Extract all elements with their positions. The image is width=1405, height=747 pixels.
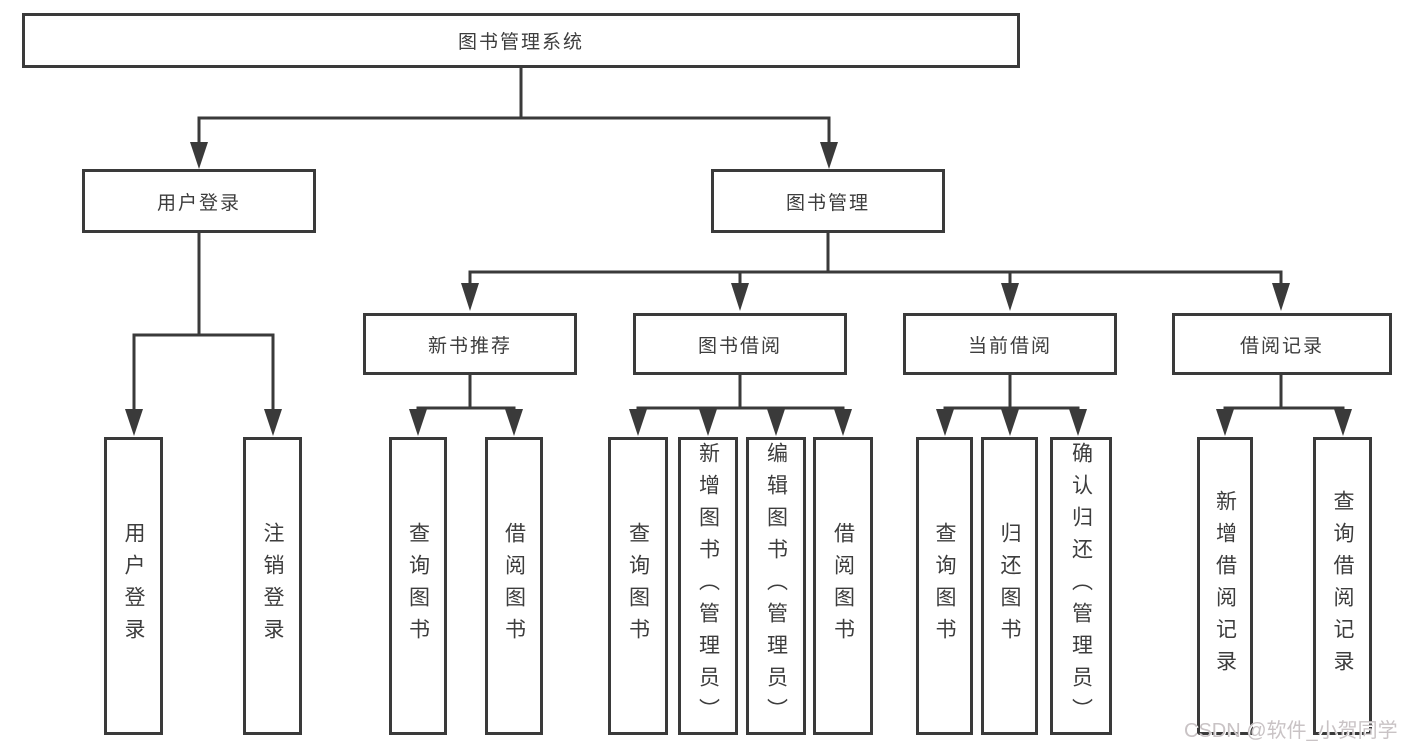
node-leaf-return-books: 归还图书 bbox=[981, 437, 1038, 735]
leaf-label: 编辑图书（管理员） bbox=[764, 442, 788, 730]
node-current-borrow-section: 当前借阅 bbox=[903, 313, 1117, 375]
node-leaf-logout: 注销登录 bbox=[243, 437, 302, 735]
node-leaf-edit-books-admin: 编辑图书（管理员） bbox=[746, 437, 806, 735]
leaf-label: 借阅图书 bbox=[831, 522, 855, 650]
node-user-login-branch: 用户登录 bbox=[82, 169, 316, 233]
leaf-label: 查询图书 bbox=[406, 522, 430, 650]
leaf-label: 查询图书 bbox=[933, 522, 956, 650]
node-leaf-add-borrow-record: 新增借阅记录 bbox=[1197, 437, 1253, 735]
leaf-label: 新增借阅记录 bbox=[1213, 490, 1237, 682]
node-leaf-query-books-1: 查询图书 bbox=[389, 437, 447, 735]
leaf-label: 查询借阅记录 bbox=[1331, 490, 1354, 682]
node-root-library-system: 图书管理系统 bbox=[22, 13, 1020, 68]
leaf-label: 借阅图书 bbox=[502, 522, 526, 650]
node-leaf-confirm-return-admin: 确认归还（管理员） bbox=[1050, 437, 1112, 735]
node-leaf-query-books-2: 查询图书 bbox=[608, 437, 668, 735]
leaf-label: 新增图书（管理员） bbox=[696, 442, 720, 730]
node-new-books-section: 新书推荐 bbox=[363, 313, 577, 375]
node-leaf-query-borrow-record: 查询借阅记录 bbox=[1313, 437, 1372, 735]
node-leaf-query-books-3: 查询图书 bbox=[916, 437, 973, 735]
leaf-label: 确认归还（管理员） bbox=[1069, 442, 1093, 730]
node-leaf-add-books-admin: 新增图书（管理员） bbox=[678, 437, 738, 735]
csdn-watermark: CSDN @软件_小贺同学 bbox=[1184, 720, 1398, 742]
leaf-label: 归还图书 bbox=[998, 522, 1021, 650]
node-book-management-branch: 图书管理 bbox=[711, 169, 945, 233]
node-leaf-borrow-books-1: 借阅图书 bbox=[485, 437, 543, 735]
node-leaf-borrow-books-2: 借阅图书 bbox=[813, 437, 873, 735]
leaf-label: 注销登录 bbox=[261, 522, 284, 650]
arrowheads bbox=[125, 142, 1352, 436]
node-book-borrow-section: 图书借阅 bbox=[633, 313, 847, 375]
leaf-label: 用户登录 bbox=[122, 522, 145, 650]
node-leaf-user-login: 用户登录 bbox=[104, 437, 163, 735]
leaf-label: 查询图书 bbox=[626, 522, 650, 650]
node-borrow-records-section: 借阅记录 bbox=[1172, 313, 1392, 375]
